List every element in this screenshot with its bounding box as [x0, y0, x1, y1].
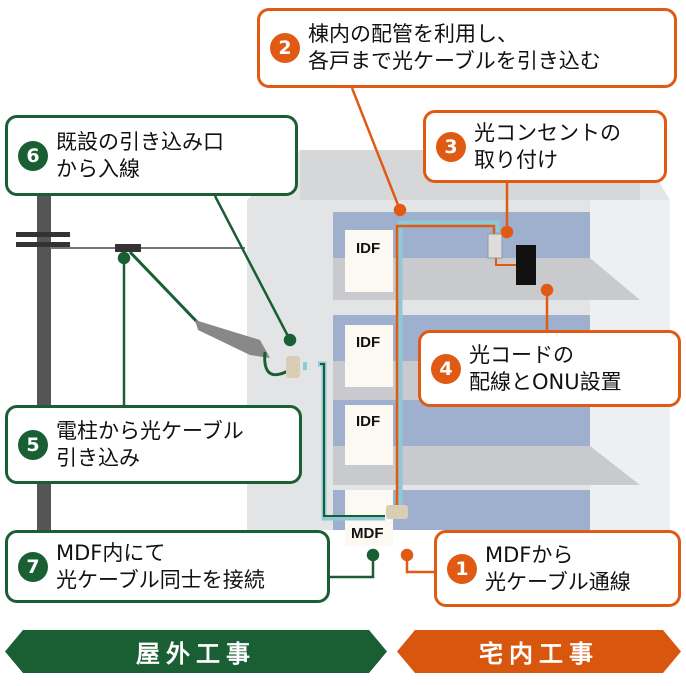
callout-text: から入線	[56, 156, 140, 181]
step-number: 1	[447, 553, 477, 584]
callout-text: 棟内の配管を利用し、	[308, 22, 518, 46]
mdf-label: MDF	[351, 525, 384, 542]
entry-box	[286, 356, 300, 378]
callout-text: 光コンセントの	[474, 120, 621, 145]
outdoor-work-banner: 屋外工事	[5, 630, 387, 673]
step-number: 3	[436, 131, 466, 162]
optical-outlet	[487, 233, 503, 259]
callout-text: 光ケーブル同士を接続	[56, 567, 265, 592]
callout-step-4: 4 光コードの配線とONU設置	[418, 330, 681, 407]
callout-text: MDF内にて	[56, 540, 166, 565]
callout-text: 光ケーブル通線	[485, 569, 631, 594]
step-number: 6	[18, 140, 48, 171]
idf-label: IDF	[356, 240, 381, 257]
callout-step-1: 1 MDFから光ケーブル通線	[434, 530, 681, 607]
callout-text: MDFから	[485, 542, 574, 567]
callout-step-6: 6 既設の引き込み口から入線	[5, 115, 298, 196]
callout-text: 取り付け	[474, 147, 558, 172]
step-number: 7	[18, 551, 48, 582]
callout-text: 既設の引き込み口	[56, 129, 224, 154]
idf-boxes	[345, 230, 393, 546]
step-number: 5	[18, 429, 48, 460]
callout-text: 各戸まで光ケーブルを引き込む	[308, 49, 601, 73]
callout-step-5: 5 電柱から光ケーブル引き込み	[5, 405, 302, 484]
callout-step-2: 2 棟内の配管を利用し、各戸まで光ケーブルを引き込む	[257, 8, 677, 88]
callout-text: 配線とONU設置	[469, 369, 622, 394]
indoor-work-banner: 宅内工事	[397, 630, 681, 673]
callout-step-3: 3 光コンセントの取り付け	[423, 110, 667, 183]
callout-text: 電柱から光ケーブル	[56, 418, 244, 443]
onu-device	[516, 245, 536, 285]
step-number: 4	[431, 353, 461, 384]
callout-text: 引き込み	[56, 445, 140, 470]
mdf-connector	[386, 505, 408, 519]
callout-text: 光コードの	[469, 342, 574, 367]
step-number: 2	[270, 33, 300, 63]
idf-label: IDF	[356, 413, 381, 430]
callout-step-7: 7 MDF内にて光ケーブル同士を接続	[5, 530, 330, 603]
idf-label: IDF	[356, 334, 381, 351]
